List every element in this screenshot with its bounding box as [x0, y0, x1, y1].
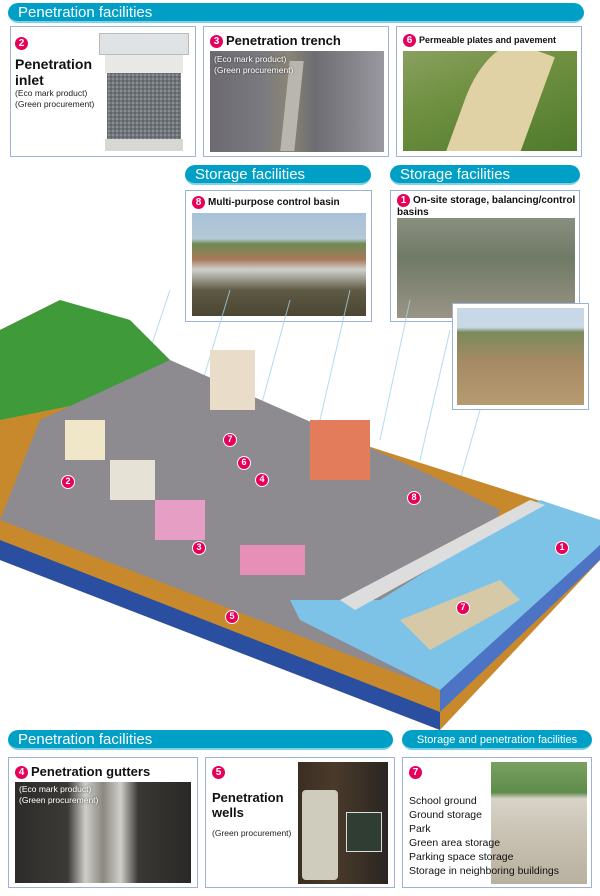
- bottom-header-right: Storage and penetration facilities: [402, 730, 592, 750]
- note: (Green procurement): [214, 65, 294, 75]
- number-badge: 8: [192, 196, 205, 209]
- well-photo: [298, 762, 388, 884]
- storage-construction-photo: [491, 762, 587, 884]
- trench-photo: (Eco mark product) (Green procurement): [210, 51, 384, 152]
- map-marker-8: 8: [407, 491, 421, 505]
- panel-penetration-inlet: 2 Penetration inlet (Eco mark product) (…: [10, 26, 196, 157]
- storage-type-list: School ground Ground storage Park Green …: [409, 794, 559, 878]
- map-marker-7: 7: [223, 433, 237, 447]
- storage-header-left: Storage facilities: [185, 165, 371, 185]
- number-badge: 7: [409, 766, 422, 780]
- basin-photo: [192, 213, 366, 316]
- map-marker-7b: 7: [456, 601, 470, 615]
- note: (Eco mark product): [15, 88, 88, 98]
- list-item: Ground storage: [409, 809, 482, 821]
- map-marker-2: 2: [61, 475, 75, 489]
- list-item: Green area storage: [409, 837, 501, 849]
- note: (Green procurement): [19, 795, 99, 805]
- list-item: Storage in neighboring buildings: [409, 865, 560, 877]
- list-item: School ground: [409, 795, 477, 807]
- panel-title: Penetration trench: [226, 33, 341, 48]
- number-badge: 2: [15, 37, 28, 51]
- panel-title: Penetration wells: [212, 790, 284, 820]
- note: (Eco mark product): [214, 54, 287, 64]
- map-marker-1: 1: [555, 541, 569, 555]
- map-marker-5: 5: [225, 610, 239, 624]
- number-badge: 4: [15, 766, 28, 780]
- note: (Eco mark product): [19, 784, 92, 794]
- map-marker-4: 4: [255, 473, 269, 487]
- city-illustration: [0, 289, 600, 730]
- pavement-photo: [403, 51, 577, 151]
- list-item: Park: [409, 823, 431, 835]
- storage-header-right: Storage facilities: [390, 165, 580, 185]
- list-item: Parking space storage: [409, 851, 514, 863]
- panel-title: Multi-purpose control basin: [208, 197, 340, 209]
- map-marker-6: 6: [237, 456, 251, 470]
- bottom-header-left: Penetration facilities: [8, 730, 393, 750]
- channel-photo-panel: [452, 303, 589, 410]
- number-badge: 6: [403, 34, 416, 47]
- note: (Green procurement): [15, 99, 95, 109]
- panel-title: Penetration inlet: [15, 56, 93, 88]
- pond-photo: [397, 218, 575, 318]
- channel-photo: [457, 308, 584, 405]
- panel-penetration-wells: 5 Penetration wells (Green procurement): [205, 757, 395, 888]
- panel-title: Permeable plates and pavement: [419, 34, 557, 45]
- number-badge: 1: [397, 194, 410, 207]
- panel-title: Penetration gutters: [31, 764, 151, 779]
- panel-storage-penetration: 7 School ground Ground storage Park Gree…: [402, 757, 592, 888]
- number-badge: 5: [212, 766, 225, 780]
- gutter-photo: (Eco mark product) (Green procurement): [15, 782, 191, 883]
- number-badge: 3: [210, 35, 223, 49]
- panel-title: On-site storage, balancing/control basin…: [397, 195, 576, 218]
- note: (Green procurement): [212, 828, 292, 838]
- top-section-header: Penetration facilities: [8, 3, 584, 23]
- inlet-photo: [99, 33, 201, 153]
- map-marker-3: 3: [192, 541, 206, 555]
